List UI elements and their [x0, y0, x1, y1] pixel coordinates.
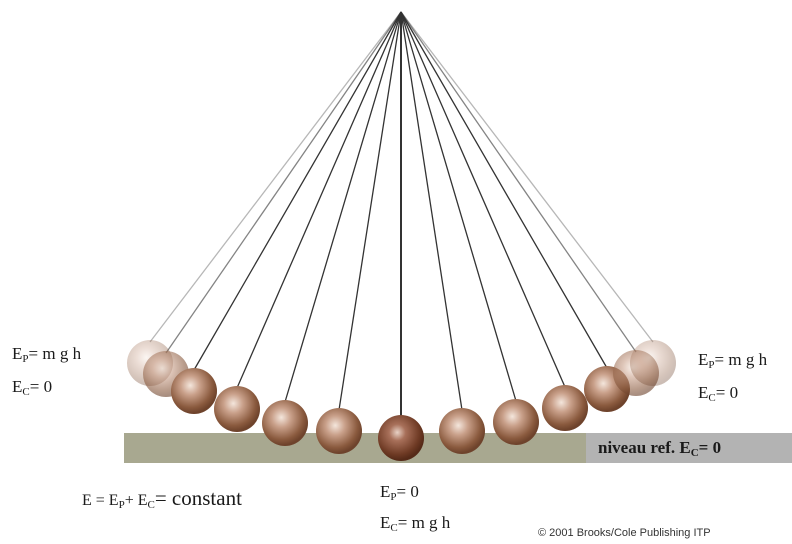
pendulum-string: [401, 12, 653, 342]
pendulum-ball: [493, 399, 539, 445]
pendulum-ball: [214, 386, 260, 432]
pendulum-string: [401, 12, 607, 368]
pendulum-string: [401, 12, 516, 401]
pendulum-ball: [439, 408, 485, 454]
pendulum-string: [339, 12, 401, 410]
pendulum-string: [166, 12, 401, 353]
copyright-notice: © 2001 Brooks/Cole Publishing ITP: [538, 527, 711, 539]
bottom-energy-label: EP= 0 EC= m g h: [380, 482, 450, 538]
pendulum-string: [194, 12, 401, 370]
pendulum-ball: [630, 340, 676, 386]
pendulum-string: [285, 12, 401, 402]
left-energy-label: EP= m g h EC= 0: [12, 344, 81, 402]
pendulum-ball: [262, 400, 308, 446]
energy-conservation-equation: E = EP+ EC= constant: [82, 486, 242, 511]
pendulum-strings: [150, 12, 653, 417]
pendulum-string: [401, 12, 565, 387]
reference-level-label: niveau ref. EC= 0: [586, 433, 792, 463]
pendulum-string: [401, 12, 462, 410]
pendulum-ball: [542, 385, 588, 431]
pendulum-ball: [316, 408, 362, 454]
pendulum-string: [401, 12, 636, 352]
pendulum-string: [150, 12, 401, 342]
pendulum-string: [237, 12, 401, 388]
pendulum-ball: [378, 415, 424, 461]
pendulum-ball: [171, 368, 217, 414]
right-energy-label: EP= m g h EC= 0: [698, 350, 767, 408]
